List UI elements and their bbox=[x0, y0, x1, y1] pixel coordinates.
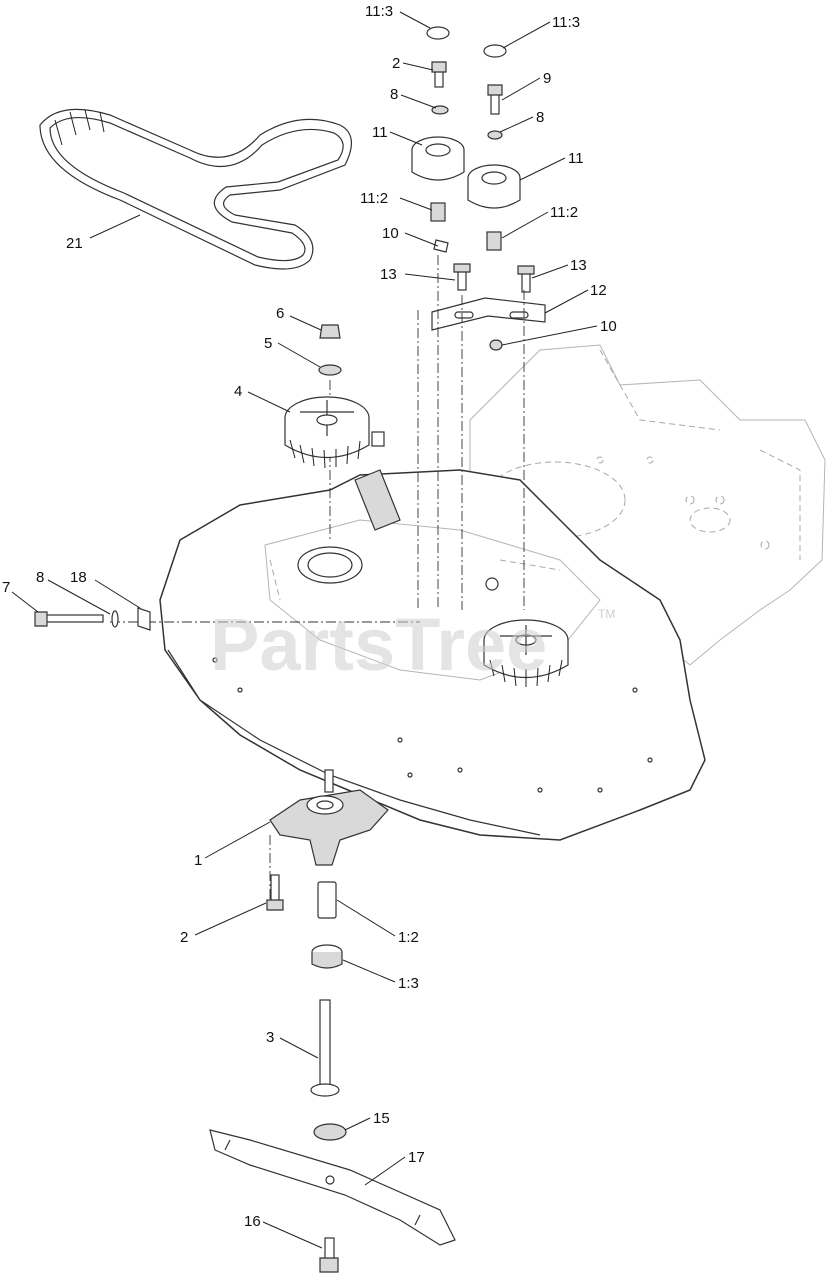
drive-pulley-right bbox=[483, 619, 569, 687]
callout-11-2-right: 11:2 bbox=[550, 204, 578, 221]
callout-11-2-left: 11:2 bbox=[360, 190, 388, 207]
spindle-assembly bbox=[266, 769, 389, 1097]
callout-11-left: 11 bbox=[372, 124, 388, 141]
callout-11-3-left: 11:3 bbox=[365, 3, 393, 20]
callout-6: 6 bbox=[276, 305, 284, 322]
leader-lines bbox=[11, 11, 598, 1249]
callout-7: 7 bbox=[2, 579, 10, 596]
callout-21: 21 bbox=[66, 235, 83, 252]
callout-15: 15 bbox=[373, 1110, 390, 1127]
blade-assembly bbox=[209, 1123, 456, 1273]
callout-labels: 11:3 11:3 2 9 8 8 11 11 11:2 11:2 10 13 … bbox=[2, 3, 617, 1230]
callout-9: 9 bbox=[543, 70, 551, 87]
callout-4: 4 bbox=[234, 383, 242, 400]
watermark-text: PartsTree bbox=[210, 603, 547, 686]
callout-1-3: 1:3 bbox=[398, 975, 419, 992]
callout-13-right: 13 bbox=[570, 257, 587, 274]
callout-12: 12 bbox=[590, 282, 607, 299]
timing-belt bbox=[39, 108, 352, 270]
callout-3: 3 bbox=[266, 1029, 274, 1046]
callout-8-left: 8 bbox=[390, 86, 398, 103]
side-bolt-assembly bbox=[34, 607, 151, 631]
mower-deck bbox=[159, 431, 706, 841]
idler-bracket bbox=[431, 263, 546, 351]
callout-11-right: 11 bbox=[568, 150, 584, 167]
callout-1-2: 1:2 bbox=[398, 929, 419, 946]
callout-10-right: 10 bbox=[600, 318, 617, 335]
drive-pulley-left bbox=[284, 324, 370, 469]
callout-8-right: 8 bbox=[536, 109, 544, 126]
callout-18: 18 bbox=[70, 569, 87, 586]
callout-11-3-right: 11:3 bbox=[552, 14, 580, 31]
callout-2-top: 2 bbox=[392, 55, 400, 72]
callout-13-left: 13 bbox=[380, 266, 397, 283]
watermark-trademark: TM bbox=[598, 607, 615, 621]
callout-17: 17 bbox=[408, 1149, 425, 1166]
alignment-axes bbox=[110, 255, 525, 900]
watermark: PartsTree TM bbox=[210, 603, 615, 686]
idler-assembly-left bbox=[411, 26, 465, 253]
callout-1: 1 bbox=[194, 852, 202, 869]
idler-assembly-right bbox=[467, 44, 521, 251]
callout-5: 5 bbox=[264, 335, 272, 352]
callout-2-bottom: 2 bbox=[180, 929, 188, 946]
callout-16: 16 bbox=[244, 1213, 261, 1230]
callout-8-bolt: 8 bbox=[36, 569, 44, 586]
callout-10-top: 10 bbox=[382, 225, 399, 242]
